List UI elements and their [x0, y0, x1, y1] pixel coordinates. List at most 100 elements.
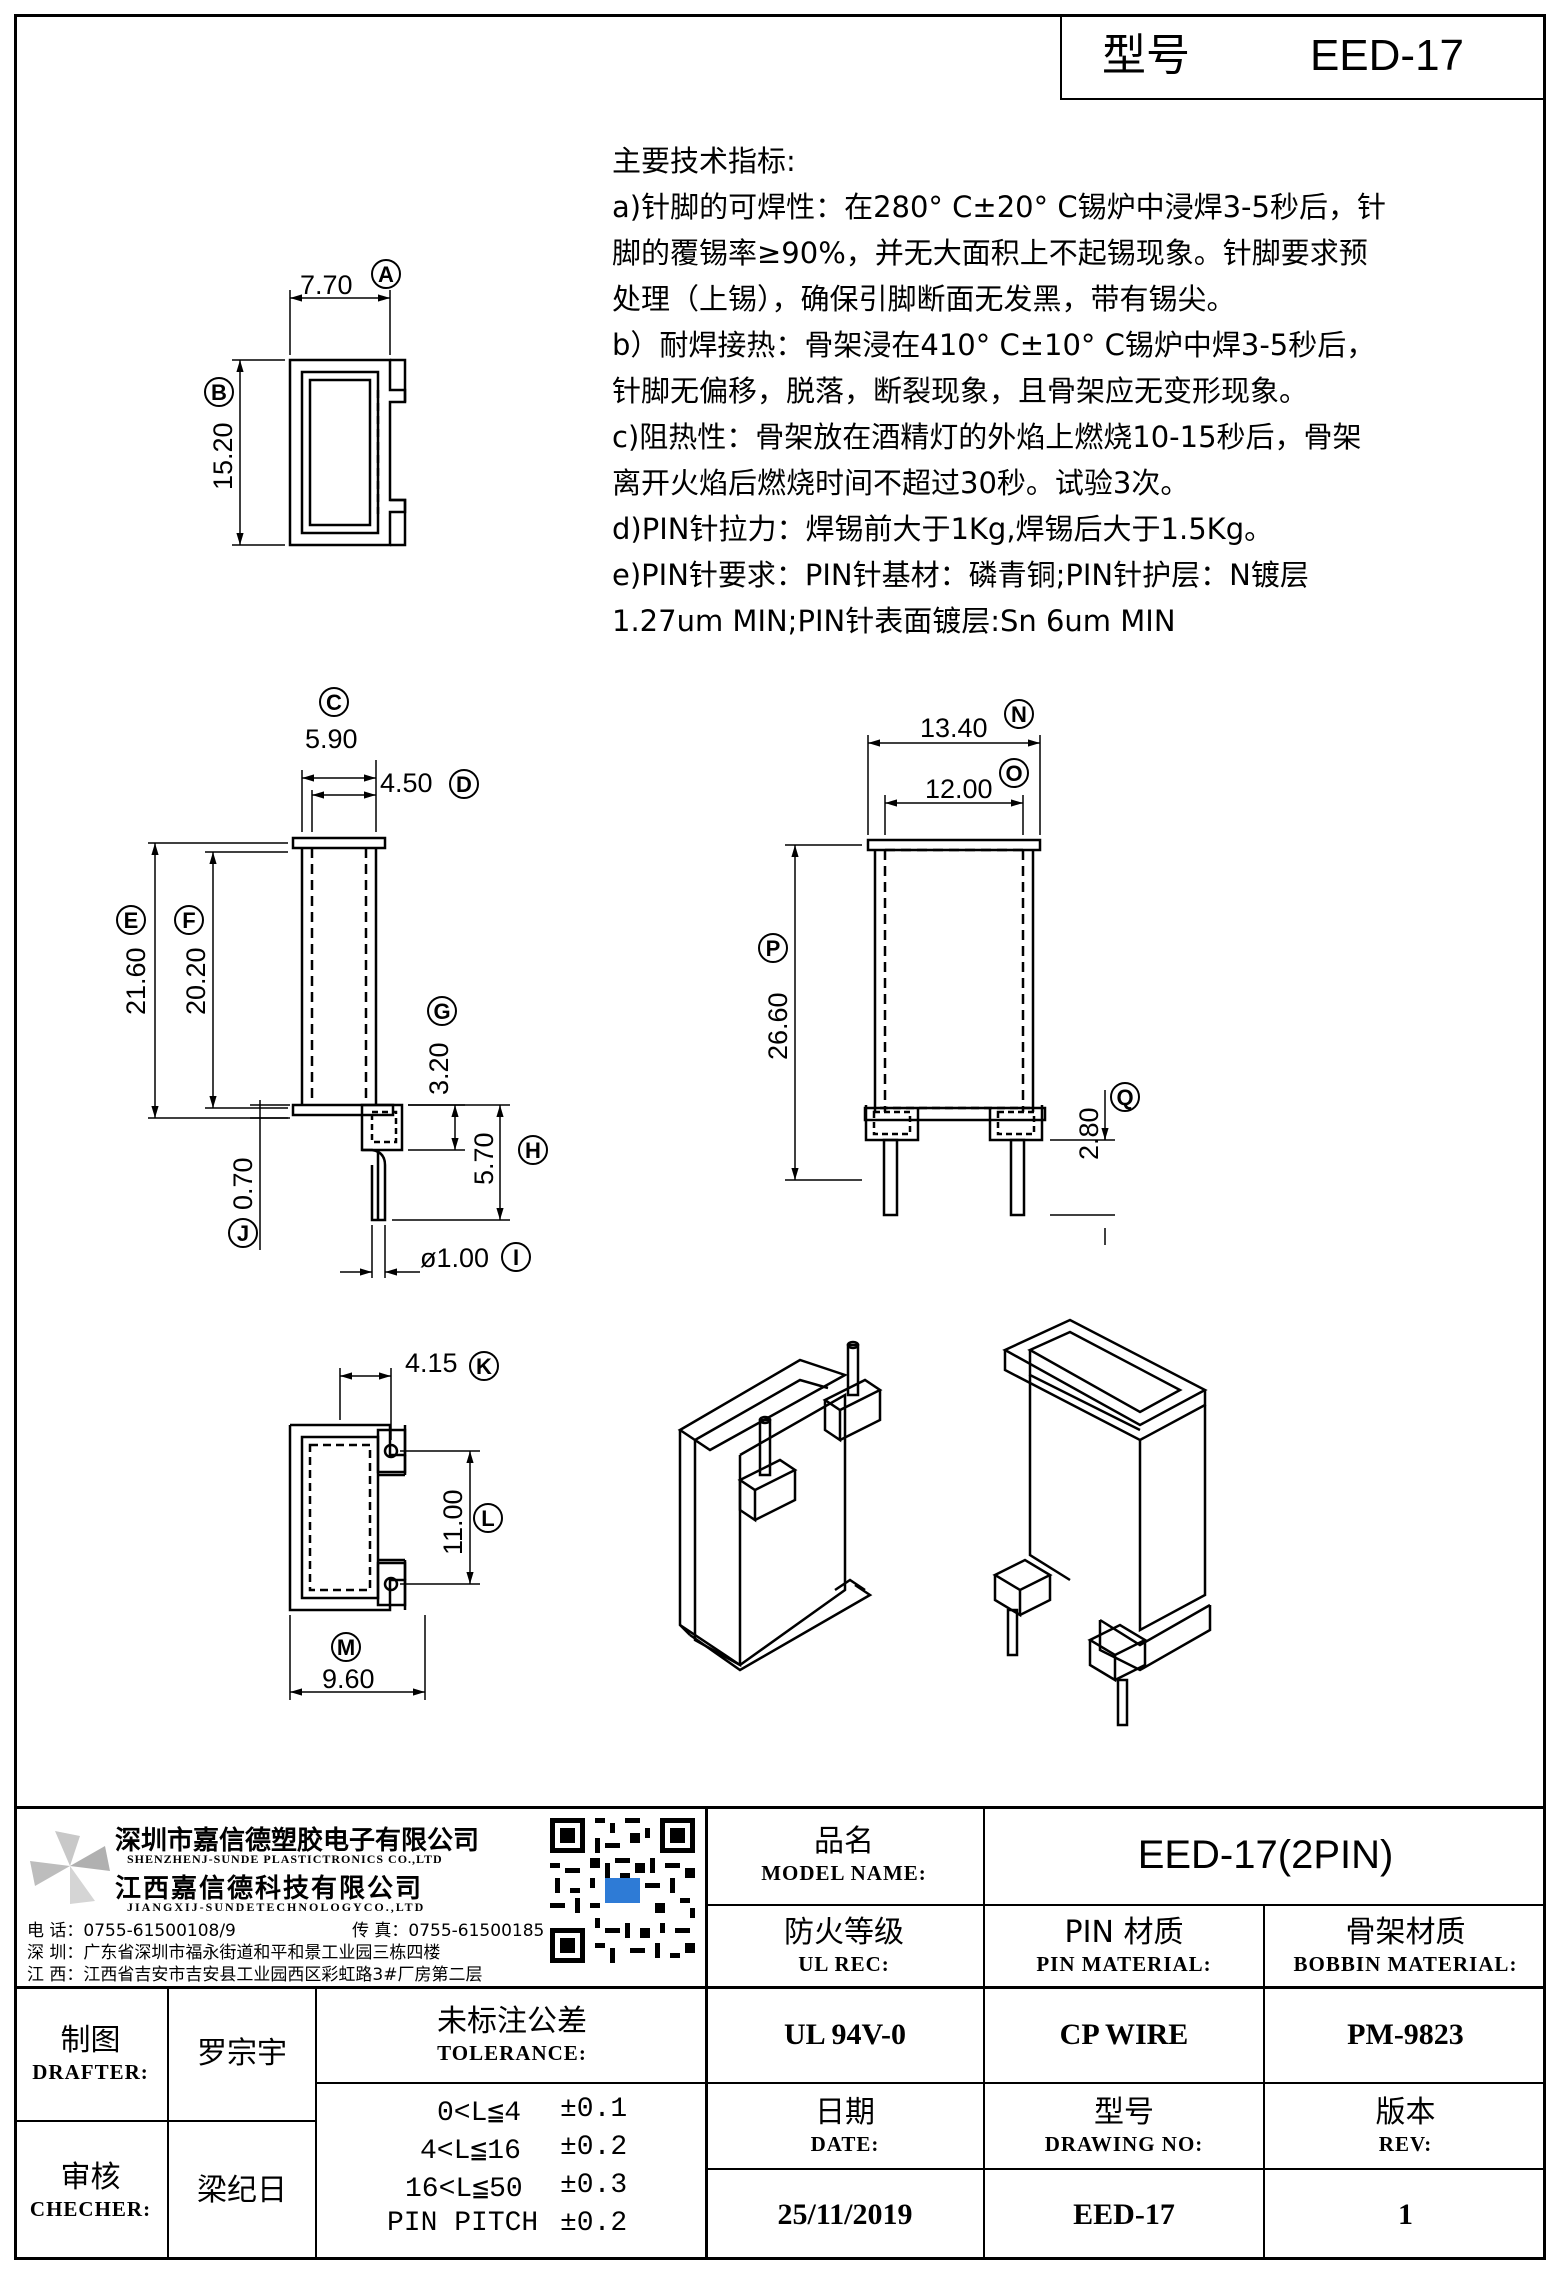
bobbin-material-cn: 骨架材质: [1345, 1915, 1466, 1950]
tolerance-row: 16<L≦50±0.3: [317, 2170, 707, 2208]
isometric-view-pins-down: [992, 1318, 1212, 1727]
company-name-cn: 深圳市嘉信德塑胶电子有限公司: [115, 1826, 480, 1856]
dim-d-value: 4.50: [380, 768, 433, 798]
technical-specs: 主要技术指标: a)针脚的可焊性：在280° C±20° C锡炉中浸焊3-5秒后…: [612, 138, 1492, 644]
tolerance-cn: 未标注公差: [437, 2004, 587, 2039]
svg-text:P: P: [766, 936, 781, 961]
company-address-jiangxi: 江 西：江西省吉安市吉安县工业园西区彩虹路3#厂房第二层: [27, 1965, 483, 1985]
dim-q-value: 2.80: [1074, 1107, 1104, 1160]
tolerance-en: TOLERANCE:: [437, 2041, 587, 2065]
svg-text:B: B: [211, 380, 227, 405]
spec-line: 1.27um MIN;PIN针表面镀层:Sn 6um MIN: [612, 604, 1176, 638]
dim-c-value: 5.90: [305, 724, 358, 754]
pin-material-en: PIN MATERIAL:: [1036, 1952, 1212, 1976]
company-name-en: SHENZHENJ-SUNDE PLASTICTRONICS CO.,LTD: [127, 1852, 443, 1866]
rev-cn: 版本: [1375, 2095, 1436, 2130]
drafter-label: 制图 DRAFTER:: [14, 1988, 169, 2122]
label-m-badge: M: [331, 1632, 361, 1662]
ul-rec-en: UL REC:: [798, 1952, 890, 1976]
ul-rec-value: UL 94V-0: [707, 1988, 985, 2084]
date-cn: 日期: [815, 2095, 875, 2130]
dim-k-value: 4.15: [405, 1348, 458, 1378]
checker-cn: 审核: [60, 2160, 121, 2195]
dim-a-value: 7.70: [300, 270, 353, 300]
rev-value: 1: [1398, 2198, 1413, 2231]
svg-text:C: C: [326, 690, 342, 715]
spec-line: e)PIN针要求：PIN针基材：磷青铜;PIN针护层：N镀层: [612, 558, 1309, 592]
bobbin-material-en: BOBBIN MATERIAL:: [1293, 1952, 1518, 1976]
dim-n-value: 13.40: [920, 713, 988, 743]
label-a-badge: A: [371, 259, 401, 289]
label-i-badge: I: [501, 1242, 531, 1272]
svg-text:O: O: [1005, 761, 1022, 786]
dim-b-value: 15.20: [208, 422, 238, 490]
tolerance-range: 16<L≦50: [405, 2174, 523, 2205]
model-label: 型号: [1060, 14, 1230, 100]
side-view: [148, 760, 510, 1278]
dim-o-value: 12.00: [925, 774, 993, 804]
checker-value: 梁纪日: [169, 2122, 317, 2260]
bobbin-material-label: 骨架材质 BOBBIN MATERIAL:: [1265, 1906, 1546, 1986]
ul-rec-cn: 防火等级: [784, 1915, 904, 1950]
company-tel: 电 话：0755-61500108/9: [27, 1921, 236, 1941]
label-j-badge: J: [228, 1218, 258, 1248]
dim-m-value: 9.60: [322, 1664, 375, 1694]
checker-en: CHECHER:: [29, 2197, 152, 2221]
company2-name-cn: 江西嘉信德科技有限公司: [115, 1874, 424, 1904]
product-name-cn: 品名: [814, 1824, 874, 1859]
date-label: 日期 DATE:: [707, 2084, 985, 2170]
svg-text:H: H: [525, 1138, 541, 1163]
qr-code: [545, 1813, 700, 1968]
technical-drawing: 7.70 15.20 5.90 4.50 21.60 20.20 3.20 5.…: [116, 259, 1212, 1727]
specs-heading: 主要技术指标:: [612, 144, 796, 178]
svg-text:D: D: [456, 772, 472, 797]
svg-text:F: F: [182, 908, 195, 933]
date-en: DATE:: [810, 2132, 880, 2156]
tolerance-value: ±0.1: [560, 2094, 628, 2125]
spec-line: 离开火焰后燃烧时间不超过30秒。试验3次。: [612, 466, 1190, 500]
tolerance-row: PIN PITCH±0.2: [317, 2208, 707, 2246]
pin-material-value: CP WIRE: [985, 1988, 1265, 2084]
product-name-label: 品名 MODEL NAME:: [705, 1806, 985, 1906]
label-b-badge: B: [204, 377, 234, 407]
spec-line: d)PIN针拉力：焊锡前大于1Kg,焊锡后大于1.5Kg。: [612, 512, 1274, 546]
drafter-value: 罗宗宇: [169, 1988, 317, 2122]
dim-p-value: 26.60: [763, 992, 793, 1060]
company-block: 深圳市嘉信德塑胶电子有限公司 SHENZHENJ-SUNDE PLASTICTR…: [17, 1808, 707, 1985]
company-address-shenzhen: 深 圳：广东省深圳市福永街道和平和景工业园三栋四楼: [27, 1943, 441, 1963]
tolerance-range: 4<L≦16: [420, 2136, 521, 2167]
svg-text:Q: Q: [1116, 1085, 1133, 1110]
svg-text:M: M: [337, 1635, 355, 1660]
tolerance-label: 未标注公差 TOLERANCE:: [317, 1988, 707, 2084]
tolerance-row: 4<L≦16 ±0.2: [317, 2132, 707, 2170]
bobbin-material-value: PM-9823: [1265, 1988, 1546, 2084]
svg-text:I: I: [513, 1245, 519, 1270]
svg-text:J: J: [237, 1221, 249, 1246]
dim-l-value: 11.00: [438, 1489, 468, 1555]
rev-en: REV:: [1378, 2132, 1433, 2156]
drawing-no-label: 型号 DRAWING NO:: [985, 2084, 1265, 2170]
isometric-view-pins-up: [677, 1340, 883, 1672]
label-l-badge: L: [473, 1503, 503, 1533]
drafter-en: DRAFTER:: [32, 2060, 149, 2084]
svg-text:E: E: [124, 908, 139, 933]
spec-line: c)阻热性：骨架放在酒精灯的外焰上燃烧10-15秒后，骨架: [612, 420, 1362, 454]
label-o-badge: O: [999, 758, 1029, 788]
front-view: [785, 735, 1115, 1245]
label-g-badge: G: [427, 996, 457, 1026]
spec-line: a)针脚的可焊性：在280° C±20° C锡炉中浸焊3-5秒后，针: [612, 190, 1386, 224]
svg-text:G: G: [433, 999, 450, 1024]
spec-line: b）耐焊接热：骨架浸在410° C±10° C锡炉中焊3-5秒后，: [612, 328, 1376, 362]
label-c-badge: C: [319, 687, 349, 717]
tolerance-row: 0<L≦4±0.1: [317, 2094, 707, 2132]
company-logo: [25, 1826, 115, 1906]
dim-g-value: 3.20: [424, 1042, 454, 1095]
drawing-frame: [14, 14, 1546, 2260]
tolerance-value: ±0.2: [560, 2132, 628, 2163]
label-k-badge: K: [469, 1351, 499, 1381]
bottom-view: [288, 1368, 480, 1700]
spec-line: 针脚无偏移，脱落，断裂现象，且骨架应无变形现象。: [612, 374, 1309, 408]
pin-material-cn: PIN 材质: [1064, 1915, 1184, 1950]
rev-label: 版本 REV:: [1265, 2084, 1546, 2170]
dim-h-value: 5.70: [469, 1132, 499, 1185]
